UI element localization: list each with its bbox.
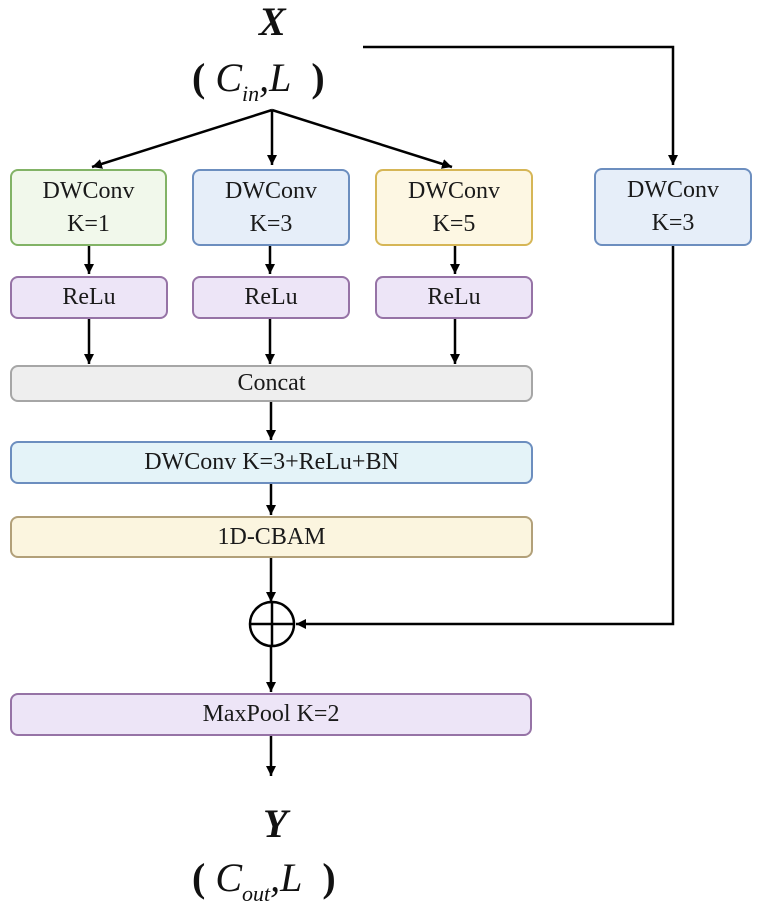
arrow-input-to-branch3: [271, 108, 453, 169]
concat-label: Concat: [237, 370, 306, 396]
shortcut-conv: DWConv K=3: [594, 168, 752, 246]
input-symbol: X: [259, 0, 286, 44]
branch2-relu-label: ReLu: [244, 284, 298, 310]
input-shape: ( Cin,L ): [192, 55, 325, 107]
branch2-relu: ReLu: [192, 276, 350, 319]
input-length: L: [269, 55, 292, 100]
concat-block: Concat: [10, 365, 533, 402]
output-channels: C: [215, 855, 243, 900]
branch2-conv-name: DWConv: [225, 177, 317, 204]
attention-label: 1D-CBAM: [217, 523, 326, 550]
branch1-conv: DWConv K=1: [10, 169, 167, 246]
maxpool-block: MaxPool K=2: [10, 693, 532, 736]
branch2-conv: DWConv K=3: [192, 169, 350, 246]
shortcut-conv-kernel: K=3: [651, 210, 695, 236]
fusion-label: DWConv K=3+ReLu+BN: [144, 449, 399, 475]
shortcut-conv-name: DWConv: [627, 177, 719, 203]
branch1-conv-kernel: K=1: [67, 210, 110, 237]
branch1-relu: ReLu: [10, 276, 168, 319]
branch3-relu-label: ReLu: [427, 284, 481, 310]
fusion-block: DWConv K=3+ReLu+BN: [10, 441, 533, 484]
attention-block: 1D-CBAM: [10, 516, 533, 558]
branch3-conv-name: DWConv: [408, 177, 500, 204]
arrow-shortcut-to-add: [296, 246, 675, 629]
output-length: L: [280, 855, 303, 900]
output-symbol: Y: [263, 801, 288, 846]
maxpool-label: MaxPool K=2: [202, 701, 340, 727]
input-channels: C: [215, 55, 243, 100]
branch1-relu-label: ReLu: [62, 284, 116, 310]
branch3-relu: ReLu: [375, 276, 533, 319]
output-channels-subscript: out: [242, 881, 271, 906]
arrow-input-to-shortcut: [363, 45, 678, 165]
branch3-conv: DWConv K=5: [375, 169, 533, 246]
output-shape: ( Cout,L ): [192, 855, 336, 907]
branch1-conv-name: DWConv: [42, 177, 135, 204]
branch3-conv-kernel: K=5: [432, 210, 476, 237]
branch2-conv-kernel: K=3: [249, 210, 293, 237]
arrow-input-to-branch1: [91, 108, 273, 169]
input-channels-subscript: in: [242, 81, 260, 106]
